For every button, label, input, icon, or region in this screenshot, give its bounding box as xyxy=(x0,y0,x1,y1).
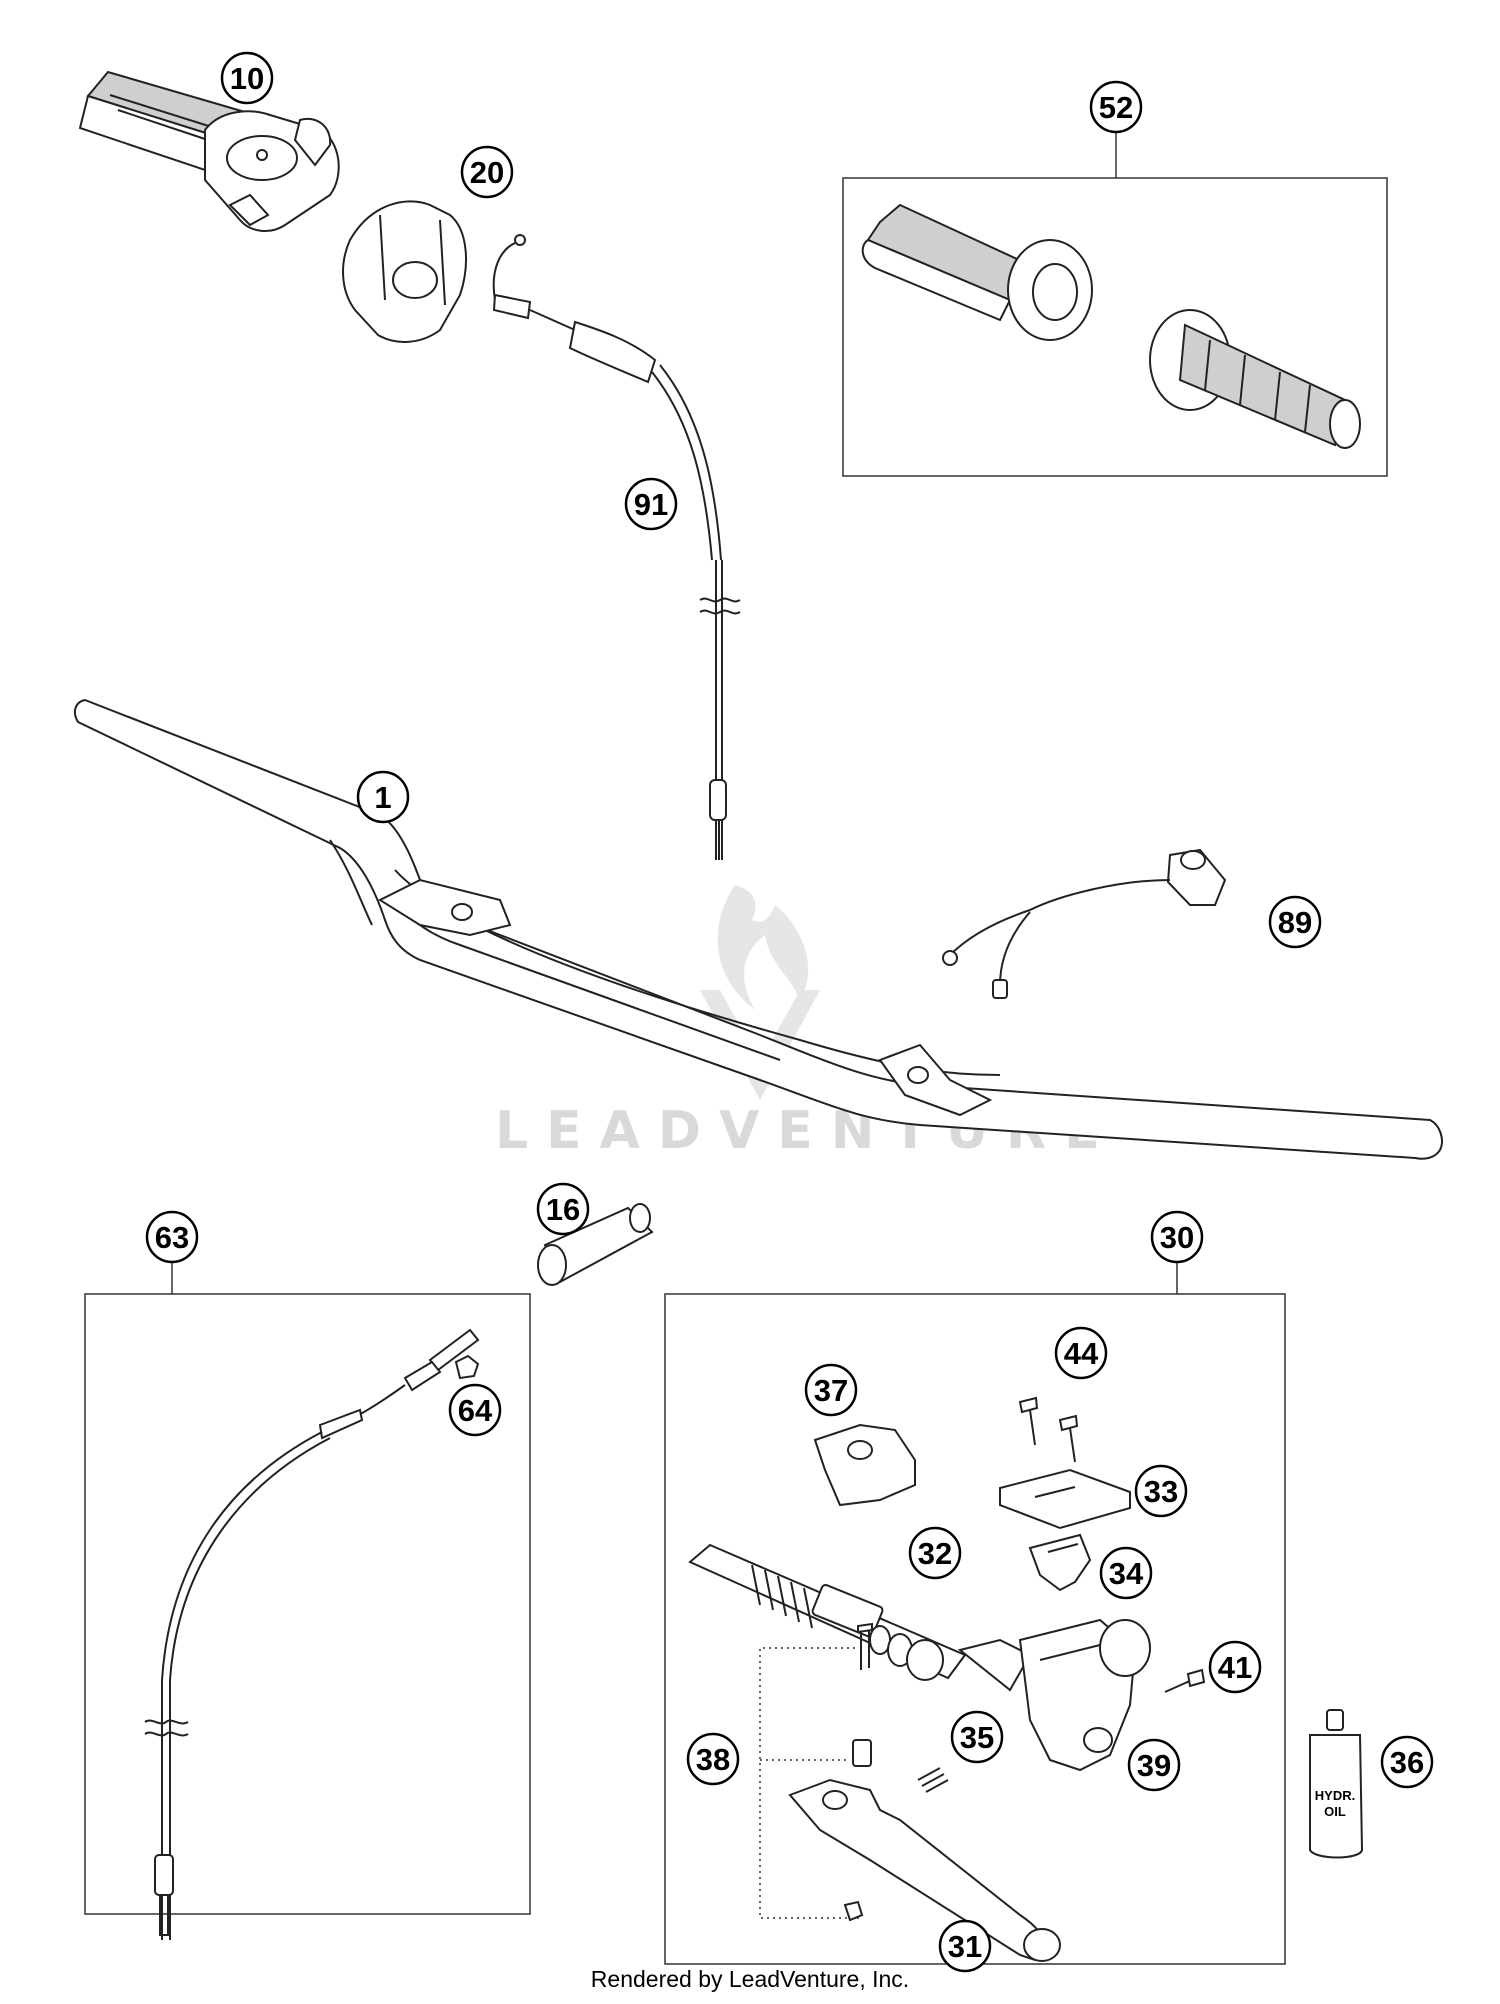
svg-text:39: 39 xyxy=(1137,1748,1171,1783)
hydraulic-oil-bottle: HYDR. OIL xyxy=(1309,1709,1364,1859)
throttle-grip-assembly xyxy=(78,70,340,232)
callouts: 10 20 52 91 1 89 16 63 64 30 44 37 33 32… xyxy=(145,51,1434,1973)
svg-text:91: 91 xyxy=(634,487,668,522)
svg-text:31: 31 xyxy=(948,1929,982,1964)
callout-39: 39 xyxy=(1127,1738,1181,1792)
oil-label-line1: HYDR. xyxy=(1315,1788,1355,1803)
callout-44: 44 xyxy=(1054,1326,1108,1380)
svg-text:89: 89 xyxy=(1278,905,1312,940)
master-cylinder-39 xyxy=(957,1618,1151,1772)
callout-16: 16 xyxy=(536,1182,590,1236)
brake-lever-31 xyxy=(788,1778,1061,1962)
screws-44 xyxy=(1018,1396,1079,1463)
callout-32: 32 xyxy=(908,1526,962,1580)
callout-63: 63 xyxy=(145,1210,199,1264)
throttle-cable xyxy=(492,234,741,860)
clamp-37 xyxy=(813,1423,916,1507)
callout-89: 89 xyxy=(1268,895,1322,949)
master-cylinder-box xyxy=(664,1293,1286,1965)
oil-label-line2: OIL xyxy=(1324,1804,1346,1819)
callout-34: 34 xyxy=(1099,1546,1153,1600)
callout-30: 30 xyxy=(1150,1210,1204,1264)
seal-34 xyxy=(1028,1533,1092,1592)
spring-35 xyxy=(917,1767,949,1793)
grip-left xyxy=(861,203,1093,341)
svg-text:36: 36 xyxy=(1390,1745,1424,1780)
callout-1: 1 xyxy=(356,770,410,824)
handlebar xyxy=(73,698,1443,1160)
clutch-cable xyxy=(144,1328,480,1940)
svg-text:34: 34 xyxy=(1109,1556,1144,1591)
callout-35: 35 xyxy=(950,1710,1004,1764)
throttle-housing-cover xyxy=(342,200,467,343)
callout-10: 10 xyxy=(220,51,274,105)
svg-text:30: 30 xyxy=(1160,1220,1194,1255)
screw-41 xyxy=(1164,1668,1206,1693)
svg-text:44: 44 xyxy=(1064,1336,1099,1371)
svg-text:20: 20 xyxy=(470,155,504,190)
svg-text:64: 64 xyxy=(458,1393,493,1428)
callout-20: 20 xyxy=(460,145,514,199)
svg-text:38: 38 xyxy=(696,1742,730,1777)
callout-52: 52 xyxy=(1089,80,1143,134)
kill-switch xyxy=(942,848,1227,999)
pin-set-38 xyxy=(759,1622,873,1919)
clutch-cable-box xyxy=(84,1293,531,1915)
svg-text:41: 41 xyxy=(1218,1650,1252,1685)
svg-text:35: 35 xyxy=(960,1720,994,1755)
callout-36: 36 xyxy=(1380,1735,1434,1789)
svg-text:63: 63 xyxy=(155,1220,189,1255)
callout-41: 41 xyxy=(1208,1640,1262,1694)
svg-text:10: 10 xyxy=(230,61,264,96)
callout-37: 37 xyxy=(804,1363,858,1417)
callout-31: 31 xyxy=(938,1919,992,1973)
callout-91: 91 xyxy=(624,477,678,531)
bar-end-plug xyxy=(537,1203,654,1286)
callout-64: 64 xyxy=(448,1383,502,1437)
callout-33: 33 xyxy=(1134,1464,1188,1518)
cable-nut xyxy=(454,1354,480,1380)
svg-text:16: 16 xyxy=(546,1192,580,1227)
cap-33 xyxy=(999,1468,1131,1530)
svg-text:1: 1 xyxy=(374,780,391,815)
grip-right xyxy=(1149,309,1361,449)
svg-text:32: 32 xyxy=(918,1536,952,1571)
svg-text:37: 37 xyxy=(814,1373,848,1408)
svg-text:33: 33 xyxy=(1144,1474,1178,1509)
callout-38: 38 xyxy=(686,1732,740,1786)
grip-set-box xyxy=(842,177,1388,477)
footer-credit: Rendered by LeadVenture, Inc. xyxy=(590,1966,910,1992)
svg-text:52: 52 xyxy=(1099,90,1133,125)
